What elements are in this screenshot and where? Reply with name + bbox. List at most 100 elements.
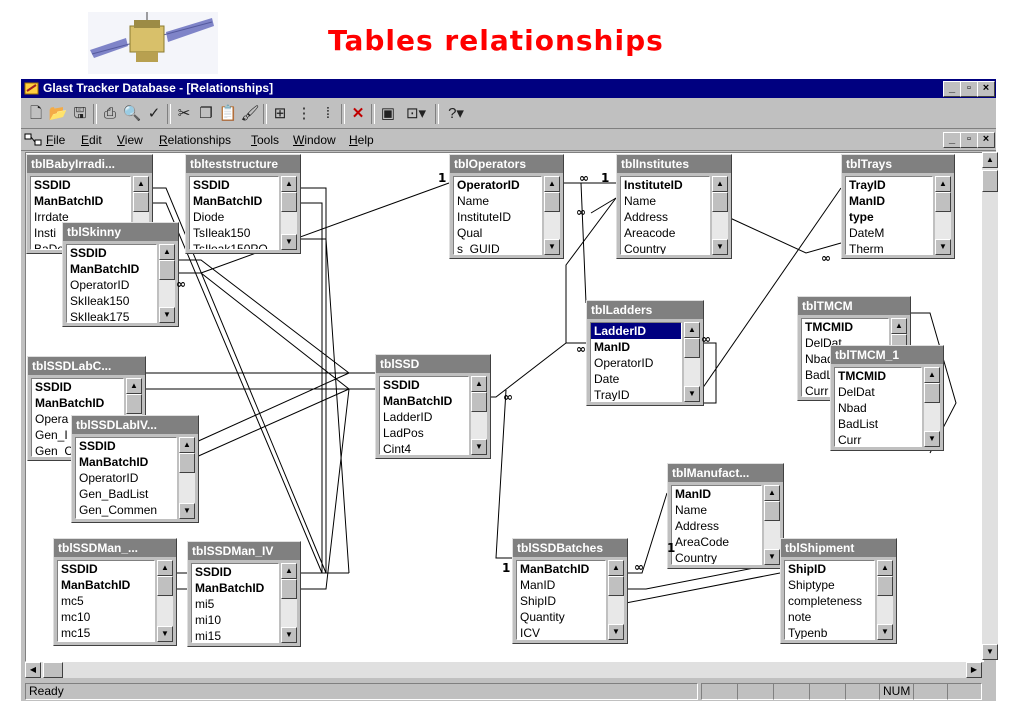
field-row[interactable]: SSDID — [383, 378, 420, 392]
field-row[interactable]: Therm — [849, 242, 884, 255]
scroll-down-button[interactable]: ▼ — [712, 239, 728, 255]
field-row[interactable]: Name — [675, 503, 708, 517]
field-scrollbar[interactable]: ▲▼ — [924, 367, 940, 447]
field-row[interactable]: SkIleak150 — [70, 294, 130, 308]
scroll-thumb[interactable] — [924, 383, 940, 403]
relationship-line[interactable] — [729, 217, 842, 254]
close-button[interactable]: × — [977, 81, 995, 97]
field-row[interactable]: Gen_I — [35, 428, 68, 442]
scroll-up-button[interactable]: ▲ — [935, 176, 951, 192]
field-row[interactable]: LadderID — [591, 323, 681, 339]
show-table-icon[interactable]: ⊞ — [273, 105, 287, 122]
field-row[interactable]: ManID — [849, 194, 885, 208]
field-row[interactable]: SSDID — [79, 439, 116, 453]
field-row[interactable]: Curr — [805, 384, 829, 397]
scroll-up-button[interactable]: ▲ — [712, 176, 728, 192]
vertical-scroll-thumb[interactable] — [982, 170, 998, 192]
field-row[interactable]: Irrdate — [34, 210, 69, 224]
field-row[interactable]: BadList — [838, 417, 879, 431]
table-title[interactable]: tblInstitutes — [617, 155, 731, 173]
doc-close-button[interactable]: × — [977, 132, 995, 148]
field-row[interactable]: DateM — [849, 226, 885, 240]
field-scrollbar[interactable]: ▲▼ — [608, 560, 624, 640]
field-scrollbar[interactable]: ▲▼ — [281, 563, 297, 643]
field-row[interactable]: ManBatchID — [35, 396, 105, 410]
menu-help[interactable]: Help — [349, 133, 374, 147]
field-row[interactable]: Gen_Commen — [79, 503, 158, 517]
field-row[interactable]: TMCMID — [838, 369, 886, 383]
help-icon[interactable]: ?▾ — [448, 105, 464, 122]
relationship-line[interactable] — [590, 197, 617, 214]
scroll-thumb[interactable] — [281, 192, 297, 212]
show-direct-icon[interactable]: ⋮ — [296, 105, 312, 122]
field-row[interactable]: ManID — [675, 487, 711, 501]
show-all-icon[interactable]: ⁞ — [325, 105, 331, 122]
field-row[interactable]: Qual — [457, 226, 483, 240]
scroll-thumb[interactable] — [133, 192, 149, 212]
field-row[interactable]: mc15 — [61, 626, 91, 640]
field-scrollbar[interactable]: ▲▼ — [877, 560, 893, 640]
scroll-down-button[interactable]: ▼ — [935, 239, 951, 255]
scroll-thumb[interactable] — [608, 576, 624, 596]
field-row[interactable]: Address — [675, 519, 720, 533]
table-title[interactable]: tblteststructure — [186, 155, 300, 173]
scroll-up-button[interactable]: ▲ — [877, 560, 893, 576]
field-row[interactable]: mc10 — [61, 610, 91, 624]
preview-icon[interactable]: 🔍 — [122, 105, 142, 122]
field-row[interactable]: Date — [594, 372, 620, 386]
field-row[interactable]: SkIleak175 — [70, 310, 130, 323]
field-row[interactable]: Insti — [34, 226, 57, 240]
scroll-thumb[interactable] — [157, 576, 173, 596]
table-title[interactable]: tblShipment — [781, 539, 896, 557]
table-title[interactable]: tblTMCM — [798, 297, 910, 315]
field-row[interactable]: ManBatchID — [34, 194, 104, 208]
scroll-thumb[interactable] — [877, 576, 893, 596]
copy-icon[interactable]: ❐ — [199, 105, 213, 122]
table-title[interactable]: tblManufact... — [668, 464, 783, 482]
scroll-up-button[interactable]: ▲ — [608, 560, 624, 576]
field-row[interactable]: OperatorID — [79, 471, 139, 485]
scroll-up-button[interactable]: ▲ — [684, 322, 700, 338]
field-row[interactable]: ManBatchID — [520, 562, 590, 576]
format-painter-icon[interactable]: 🖌 — [240, 105, 260, 122]
field-row[interactable]: Curr — [838, 433, 862, 447]
table-title[interactable]: tblSkinny — [63, 223, 178, 241]
delete-icon[interactable]: ✕ — [351, 105, 365, 122]
field-row[interactable]: SSDID — [193, 178, 230, 192]
field-row[interactable]: Gen_C — [35, 444, 74, 457]
db-window-icon[interactable]: ▣ — [380, 105, 396, 122]
vertical-scrollbar[interactable]: ▲ ▼ — [982, 152, 998, 660]
scroll-up-button[interactable]: ▲ — [982, 152, 998, 168]
scroll-right-button[interactable]: ▶ — [966, 662, 982, 678]
field-scrollbar[interactable]: ▲▼ — [179, 437, 195, 519]
scroll-thumb[interactable] — [764, 501, 780, 521]
field-row[interactable]: ManBatchID — [79, 455, 149, 469]
relationship-line[interactable] — [200, 182, 450, 274]
scroll-up-button[interactable]: ▲ — [281, 176, 297, 192]
field-row[interactable]: Cint4 — [383, 442, 412, 455]
field-scrollbar[interactable]: ▲▼ — [764, 485, 780, 565]
scroll-up-button[interactable]: ▲ — [157, 560, 173, 576]
field-row[interactable]: note — [788, 610, 812, 624]
field-row[interactable]: InstituteID — [624, 178, 683, 192]
scroll-up-button[interactable]: ▲ — [471, 376, 487, 392]
field-row[interactable]: Diode — [193, 210, 225, 224]
field-scrollbar[interactable]: ▲▼ — [712, 176, 728, 255]
field-row[interactable]: mc5 — [61, 594, 84, 608]
menu-file[interactable]: File — [46, 133, 66, 147]
field-row[interactable]: TMCMID — [805, 320, 853, 334]
relationship-line[interactable] — [565, 197, 617, 343]
doc-restore-button[interactable]: ▫ — [960, 132, 978, 148]
field-row[interactable]: Nbad — [805, 352, 834, 366]
